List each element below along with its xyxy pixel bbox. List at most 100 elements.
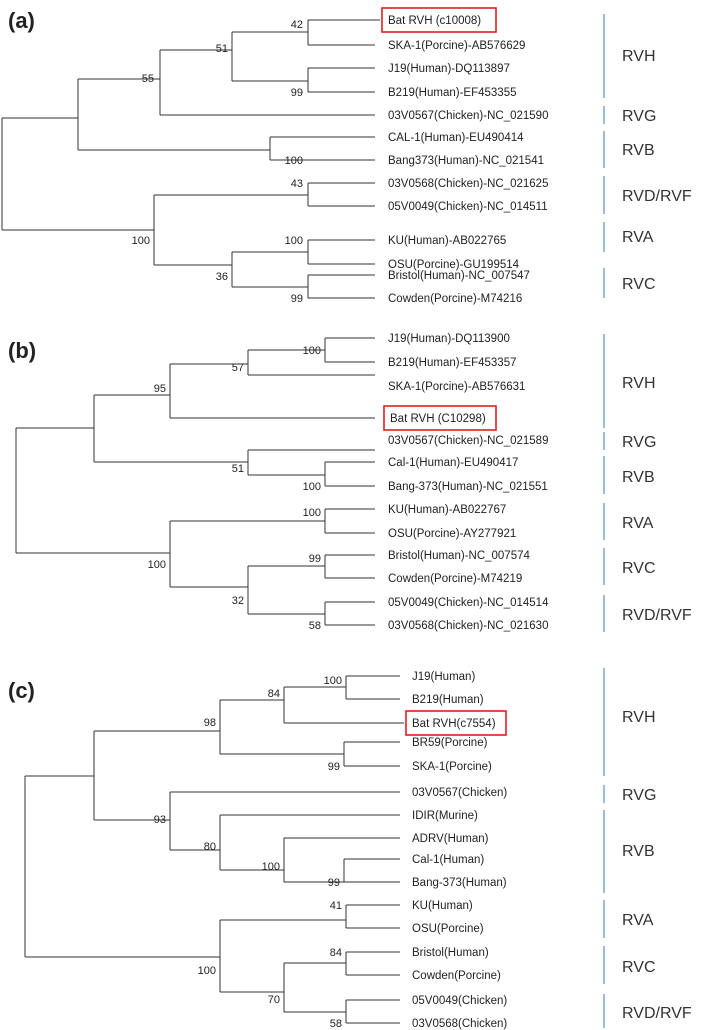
taxon-label: KU(Human)-AB022765 [388, 235, 506, 247]
bootstrap-value: 100 [285, 155, 303, 167]
taxon-label: B219(Human)-EF453357 [388, 357, 517, 369]
bootstrap-value: 93 [154, 814, 166, 826]
group-label: RVC [622, 560, 656, 577]
panel-c-label: (c) [8, 678, 35, 703]
taxon-label: Cal-1(Human) [412, 854, 484, 866]
group-label: RVA [622, 229, 654, 246]
group-label: RVG [622, 787, 656, 804]
panel-b-group-brackets: RVH RVG RVB RVA RVC RVD/RVF [603, 334, 692, 632]
highlight-box [383, 405, 497, 431]
bootstrap-value: 41 [330, 900, 342, 912]
taxon-label: 03V0568(Chicken)-NC_021625 [388, 178, 548, 190]
taxon-label: Cal-1(Human)-EU490417 [388, 457, 518, 469]
taxon-label: 03V0568(Chicken)-NC_021630 [388, 620, 548, 632]
panel-c-taxa: J19(Human) B219(Human) Bat RVH(c7554) BR… [405, 671, 507, 1030]
group-label: RVC [622, 959, 656, 976]
bootstrap-value: 100 [262, 861, 280, 873]
bootstrap-value: 58 [309, 620, 321, 632]
group-label: RVC [622, 276, 656, 293]
taxon-label: IDIR(Murine) [412, 810, 478, 822]
bootstrap-value: 51 [232, 463, 244, 475]
taxon-label: J19(Human)-DQ113900 [388, 333, 510, 345]
bootstrap-value: 84 [330, 947, 342, 959]
panel-b-label: (b) [8, 338, 36, 363]
taxon-label: B219(Human) [412, 694, 484, 706]
taxon-label: Bat RVH (C10298) [390, 413, 486, 425]
taxon-label: 05V0049(Chicken)-NC_014514 [388, 597, 549, 609]
panel-a: (a) Bat RVH (c10008) SKA-1(Porcine)-AB57… [1, 7, 692, 305]
taxon-label: Cowden(Porcine)-M74216 [388, 293, 522, 305]
taxon-label: SKA-1(Porcine) [412, 761, 492, 773]
panel-a-branches [1, 19, 380, 299]
bootstrap-value: 55 [142, 73, 154, 85]
taxon-label: BR59(Porcine) [412, 737, 488, 749]
panel-a-taxa: Bat RVH (c10008) SKA-1(Porcine)-AB576629… [381, 7, 548, 305]
taxon-label: Bristol(Human)-NC_007574 [388, 550, 530, 562]
bootstrap-value: 43 [291, 178, 303, 190]
bootstrap-value: 100 [303, 345, 321, 357]
bootstrap-value: 99 [328, 761, 340, 773]
bootstrap-value: 57 [232, 362, 244, 374]
bootstrap-value: 32 [232, 595, 244, 607]
bootstrap-value: 99 [328, 877, 340, 889]
bootstrap-value: 98 [204, 717, 216, 729]
group-label: RVA [622, 912, 654, 929]
highlight-box [381, 7, 497, 33]
bootstrap-value: 100 [198, 965, 216, 977]
taxon-label: SKA-1(Porcine)-AB576629 [388, 40, 525, 52]
group-label: RVG [622, 108, 656, 125]
group-label: RVA [622, 515, 654, 532]
taxon-label: 03V0568(Chicken) [412, 1018, 507, 1030]
panel-c: (c) J19(Human) B219(Human) Bat RVH(c7554… [8, 668, 692, 1030]
bootstrap-value: 99 [291, 293, 303, 305]
taxon-label: Bat RVH (c10008) [388, 15, 481, 27]
highlight-box [405, 710, 507, 736]
group-label: RVH [622, 48, 656, 65]
bootstrap-value: 95 [154, 383, 166, 395]
panel-b: (b) J19(Human)-DQ113900 B219(Human)-EF45… [8, 333, 692, 632]
tree-branch [1, 19, 380, 299]
bootstrap-value: 42 [291, 19, 303, 31]
bootstrap-value: 100 [324, 675, 342, 687]
taxon-label: SKA-1(Porcine)-AB576631 [388, 381, 525, 393]
panel-b-branches [15, 337, 375, 626]
bootstrap-value: 58 [330, 1018, 342, 1030]
group-label: RVD/RVF [622, 607, 692, 624]
taxon-label: J19(Human)-DQ113897 [388, 63, 510, 75]
taxon-label: Bristol(Human) [412, 947, 489, 959]
taxon-label: Bat RVH(c7554) [412, 718, 496, 730]
taxon-label: KU(Human) [412, 900, 473, 912]
taxon-label: ADRV(Human) [412, 833, 489, 845]
taxon-label: Cowden(Porcine)-M74219 [388, 573, 522, 585]
taxon-label: Bang373(Human)-NC_021541 [388, 155, 544, 167]
taxon-label: Bang-373(Human) [412, 877, 507, 889]
panel-b-support-values: 100 57 95 51 100 100 99 32 58 100 [148, 345, 321, 632]
panel-c-branches [24, 675, 404, 1024]
bootstrap-value: 36 [216, 271, 228, 283]
bootstrap-value: 100 [285, 235, 303, 247]
group-label: RVB [622, 142, 655, 159]
taxon-label: 05V0049(Chicken)-NC_014511 [388, 201, 548, 213]
panel-c-group-brackets: RVH RVG RVB RVA RVC RVD/RVF [603, 668, 692, 1028]
group-label: RVD/RVF [622, 188, 692, 205]
panel-a-support-values: 42 51 99 55 100 43 100 36 99 100 [132, 19, 303, 305]
panel-a-label: (a) [8, 8, 35, 33]
bootstrap-value: 100 [303, 481, 321, 493]
bootstrap-value: 80 [204, 841, 216, 853]
bootstrap-value: 100 [132, 235, 150, 247]
panel-b-taxa: J19(Human)-DQ113900 B219(Human)-EF453357… [383, 333, 549, 632]
taxon-label: OSU(Porcine)-GU199514 [388, 259, 520, 271]
bootstrap-value: 99 [291, 87, 303, 99]
taxon-label: B219(Human)-EF453355 [388, 87, 517, 99]
bootstrap-value: 100 [303, 507, 321, 519]
tree-branch [24, 675, 404, 1024]
taxon-label: OSU(Porcine)-AY277921 [388, 528, 516, 540]
panel-c-support-values: 100 84 98 99 93 80 100 99 41 84 70 58 10… [154, 675, 342, 1030]
group-label: RVH [622, 375, 656, 392]
taxon-label: Bristol(Human)-NC_007547 [388, 270, 530, 282]
taxon-label: 05V0049(Chicken) [412, 995, 507, 1007]
group-label: RVD/RVF [622, 1005, 692, 1022]
taxon-label: 03V0567(Chicken)-NC_021589 [388, 435, 548, 447]
taxon-label: Bang-373(Human)-NC_021551 [388, 481, 548, 493]
taxon-label: Cowden(Porcine) [412, 970, 501, 982]
